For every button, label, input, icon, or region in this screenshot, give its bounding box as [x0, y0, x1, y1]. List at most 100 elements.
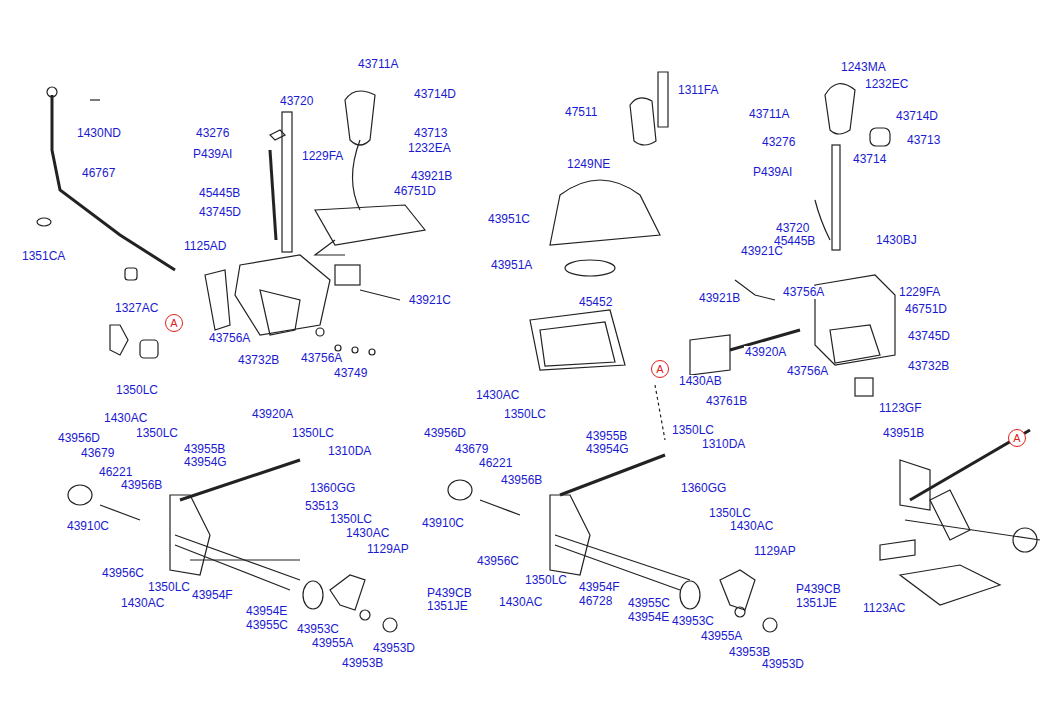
callout-number: P439AI — [752, 166, 793, 179]
callout-number: 43953C — [296, 623, 340, 636]
callout-number: 43745D — [907, 330, 951, 343]
callout-number: P439CB — [795, 583, 842, 596]
callout-number: 43921C — [408, 294, 452, 307]
callout-number: 43910C — [66, 520, 110, 533]
reference-letter: A — [170, 317, 177, 329]
callout-number: 43921B — [698, 292, 741, 305]
callout-number: P439CB — [426, 587, 473, 600]
callout-number: 46751D — [393, 185, 437, 198]
callout-number: 43720 — [279, 95, 314, 108]
callout-number: 43713 — [906, 134, 941, 147]
callout-number: 1229FA — [301, 150, 344, 163]
callout-number: 46221 — [98, 466, 133, 479]
callout-number: 43955C — [245, 619, 289, 632]
callout-number: 1125AD — [183, 240, 227, 253]
callout-number: 43955B — [183, 443, 226, 456]
callout-number: 43954E — [627, 611, 670, 624]
callout-number: 1430ND — [76, 127, 122, 140]
callout-number: 1310DA — [327, 445, 372, 458]
callout-number: 1327AC — [114, 302, 159, 315]
callout-number: 43714D — [413, 88, 457, 101]
callout-number: 43711A — [748, 108, 790, 121]
reference-letter: A — [656, 363, 663, 375]
callout-number: 43953D — [761, 658, 805, 671]
callout-number: P439AI — [192, 148, 233, 161]
callout-number: 43954E — [245, 605, 288, 618]
callout-number: 43955A — [311, 637, 354, 650]
callout-number: 43954G — [585, 443, 630, 456]
reference-circle: A — [165, 314, 183, 332]
callout-number: 43954F — [191, 589, 234, 602]
callout-number: 43276 — [195, 127, 230, 140]
callout-number: 1360GG — [309, 482, 356, 495]
callout-number: 43921C — [740, 245, 784, 258]
callout-number: 1360GG — [680, 482, 727, 495]
callout-number: 43756A — [786, 365, 829, 378]
callout-number: 43956C — [476, 555, 520, 568]
callout-number: 1350LC — [135, 427, 179, 440]
callout-number: 43953C — [671, 615, 715, 628]
callout-number: 1430AB — [678, 375, 723, 388]
reference-circle: A — [1008, 429, 1026, 447]
callout-number: 43955A — [700, 630, 743, 643]
callout-number: 43714D — [895, 110, 939, 123]
callout-number: 43920A — [251, 408, 294, 421]
callout-number: 43276 — [761, 136, 796, 149]
callout-number: 1311FA — [677, 84, 719, 97]
callout-number: 43732B — [907, 360, 950, 373]
callout-number: 1430AC — [103, 412, 148, 425]
callout-number: 43679 — [454, 443, 489, 456]
callout-number: 45452 — [578, 296, 613, 309]
callout-number: 46728 — [578, 595, 613, 608]
callout-number: 1351CA — [21, 250, 66, 263]
callout-number: 1310DA — [701, 438, 746, 451]
callout-number: 1350LC — [329, 513, 373, 526]
callout-number: 43711A — [357, 58, 399, 71]
callout-number: 1350LC — [291, 427, 335, 440]
callout-number: 43956B — [500, 474, 543, 487]
callout-number: 1350LC — [524, 574, 568, 587]
callout-number: 1232EA — [407, 142, 452, 155]
callout-number: 43951A — [490, 259, 533, 272]
callout-number: 43953B — [341, 657, 384, 670]
callout-number: 46767 — [81, 167, 116, 180]
callout-number: 43956D — [57, 432, 101, 445]
callout-number: 43955C — [627, 597, 671, 610]
callout-number: 43920A — [744, 346, 787, 359]
callout-number: 43954F — [578, 581, 621, 594]
callout-number: 43756A — [208, 332, 251, 345]
callout-number: 43955B — [585, 430, 628, 443]
callout-number: 43956D — [423, 427, 467, 440]
callout-number: 43714 — [852, 153, 887, 166]
callout-number: 1350LC — [503, 408, 547, 421]
callout-number: 1232EC — [864, 78, 909, 91]
callout-number: 1350LC — [671, 424, 715, 437]
callout-number: 1351JE — [426, 600, 469, 613]
callout-number: 46751D — [904, 303, 948, 316]
callout-number: 1430AC — [345, 527, 390, 540]
callout-number: 43749 — [333, 367, 368, 380]
callout-number: 43910C — [421, 517, 465, 530]
callout-number: 1430AC — [475, 389, 520, 402]
callout-number: 1229FA — [898, 286, 941, 299]
callout-number: 43951C — [487, 213, 531, 226]
callout-number: 43953D — [372, 642, 416, 655]
callout-number: 43956B — [120, 479, 163, 492]
callout-number: 1350LC — [147, 581, 191, 594]
callout-number: 1123GF — [878, 402, 922, 415]
callout-number: 1243MA — [840, 61, 887, 74]
callout-number: 43761B — [705, 395, 748, 408]
callout-number: 43713 — [413, 127, 448, 140]
callout-number: 1129AP — [366, 543, 410, 556]
callout-number: 46221 — [478, 457, 513, 470]
callout-number: 43679 — [80, 447, 115, 460]
callout-number: 1350LC — [708, 507, 752, 520]
callout-number: 43732B — [237, 354, 280, 367]
callout-number: 1129AP — [753, 545, 797, 558]
callout-number: 43954G — [183, 456, 228, 469]
callout-number: 47511 — [564, 106, 598, 119]
callout-number: 1123AC — [862, 602, 906, 615]
callout-number: 43756A — [782, 286, 825, 299]
callout-number: 1350LC — [115, 384, 159, 397]
